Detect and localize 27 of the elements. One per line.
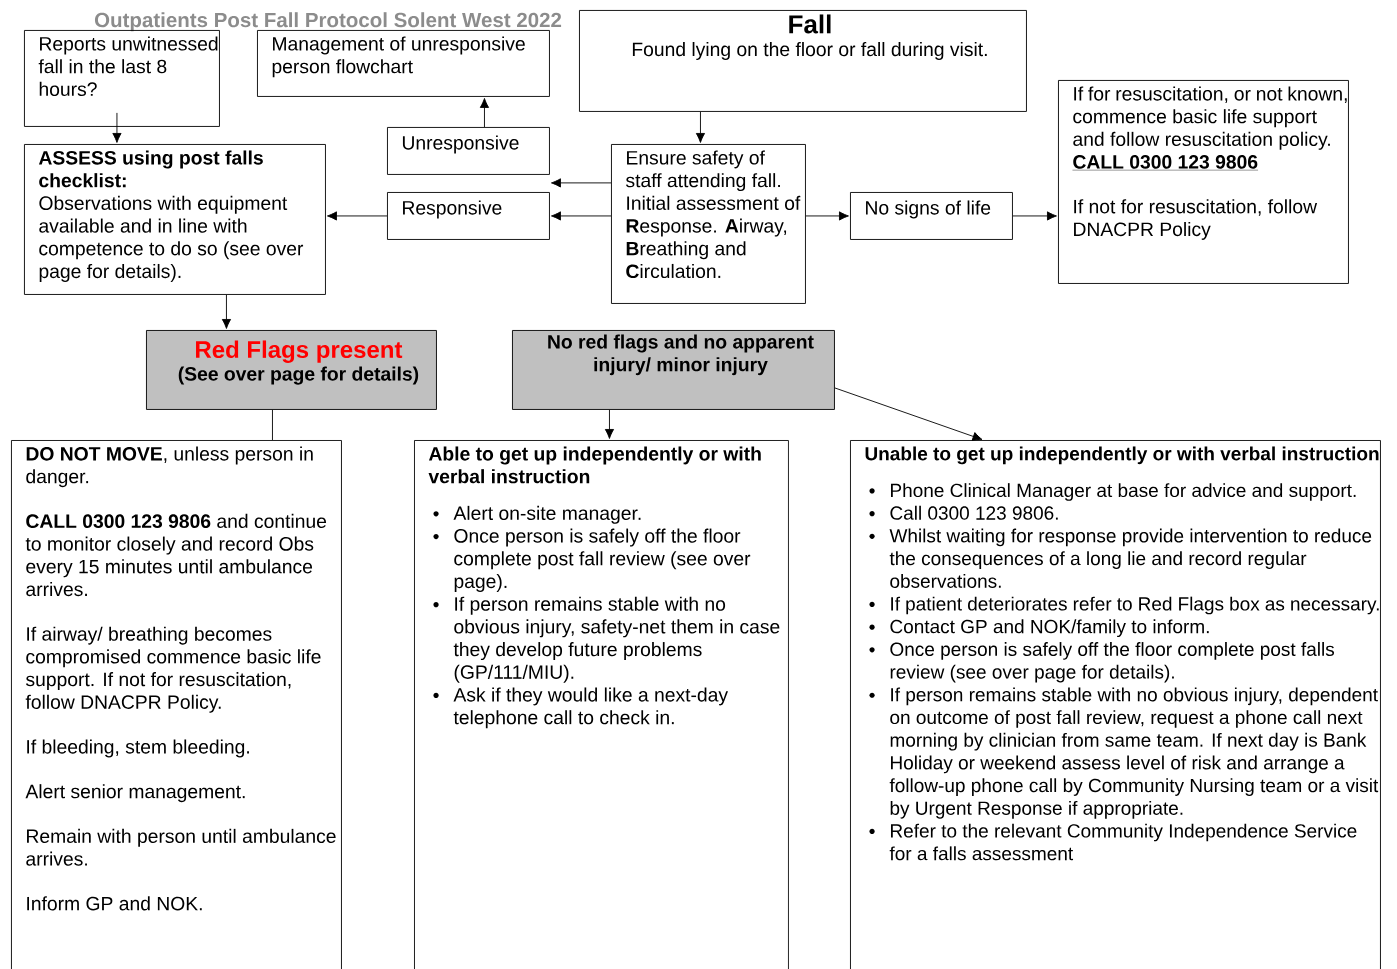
arrow bbox=[327, 211, 388, 221]
arrow bbox=[1012, 211, 1057, 221]
process-box: Management of unresponsive person flowchart bbox=[257, 30, 550, 97]
title: Outpatients Post Fall Protocol Solent West 2022 bbox=[94, 12, 562, 32]
arrow bbox=[112, 112, 122, 143]
process-box: Ensure safety of staff attending fall. Initial assessment of Response. Airway, Breathing and Circulation. bbox=[611, 144, 806, 304]
decision-box: Red Flags present (See over page for details) bbox=[146, 330, 437, 410]
process-box: Reports unwitnessed fall in the last 8 hours? bbox=[24, 30, 220, 127]
process-box: Responsive bbox=[387, 192, 550, 240]
start-box: Fall Found lying on the floor or fall during visit. bbox=[579, 10, 1027, 112]
arrow bbox=[805, 211, 849, 221]
arrow bbox=[834, 387, 983, 441]
process-box: Able to get up independently or with verbal instruction Alert on-site manager. Once person is safely off the floor complete post fall review (see over page). If person remains stable with no obvious injury, safety-net them in case they develop future problems (GP/111/MIU). Ask if they would like a next-day telephone call to check in. bbox=[414, 440, 789, 969]
connector-line bbox=[272, 409, 273, 441]
process-box: If for resuscitation, or not known, commence basic life support and follow resuscitation policy. CALL 0300 123 9806 If not for resuscitation, follow DNACPR Policy bbox=[1058, 80, 1349, 284]
process-box: Unable to get up independently or with verbal instruction Phone Clinical Manager at base for advice and support. Call 0300 123 9806. Whilst waiting for response provide intervention to reduce the consequences of a long lie and record regular observations. If patient deteriorates refer to Red Flags box as necessary. Contact GP and NOK/family to inform. Once person is safely off the floor complete post falls review (see over page for details). If person remains stable with no obvious injury, dependent on outcome of post fall review, request a phone call next morning by clinician from same team. If next day is Bank Holiday or weekend assess level of risk and arrange a follow-up phone call by Community Nursing team or a visit by Urgent Response if appropriate. Refer to the relevant Community Independence Service for a falls assessment bbox=[850, 440, 1381, 969]
process-box: ASSESS using post falls checklist: Observations with equipment available and in line with competence to do so (see over page for details). bbox=[24, 144, 326, 295]
process-box: Unresponsive bbox=[387, 127, 550, 175]
arrow bbox=[551, 211, 612, 221]
arrow bbox=[551, 178, 612, 188]
decision-box: No red flags and no apparent injury/ minor injury bbox=[512, 330, 835, 410]
process-box: DO NOT MOVE, unless person in danger. CALL 0300 123 9806 and continue to monitor closely and record Obs every 15 minutes until ambulance arrives. If airway/ breathing becomes compromised commence basic life support. If not for resuscitation, follow DNACPR Policy. If bleeding, stem bleeding. Alert senior management. Remain with person until ambulance arrives. Inform GP and NOK. bbox=[11, 440, 342, 969]
arrow bbox=[479, 98, 490, 128]
arrow bbox=[604, 409, 615, 439]
arrow bbox=[695, 111, 706, 143]
process-box: No signs of life bbox=[850, 192, 1013, 240]
arrow bbox=[221, 294, 232, 329]
